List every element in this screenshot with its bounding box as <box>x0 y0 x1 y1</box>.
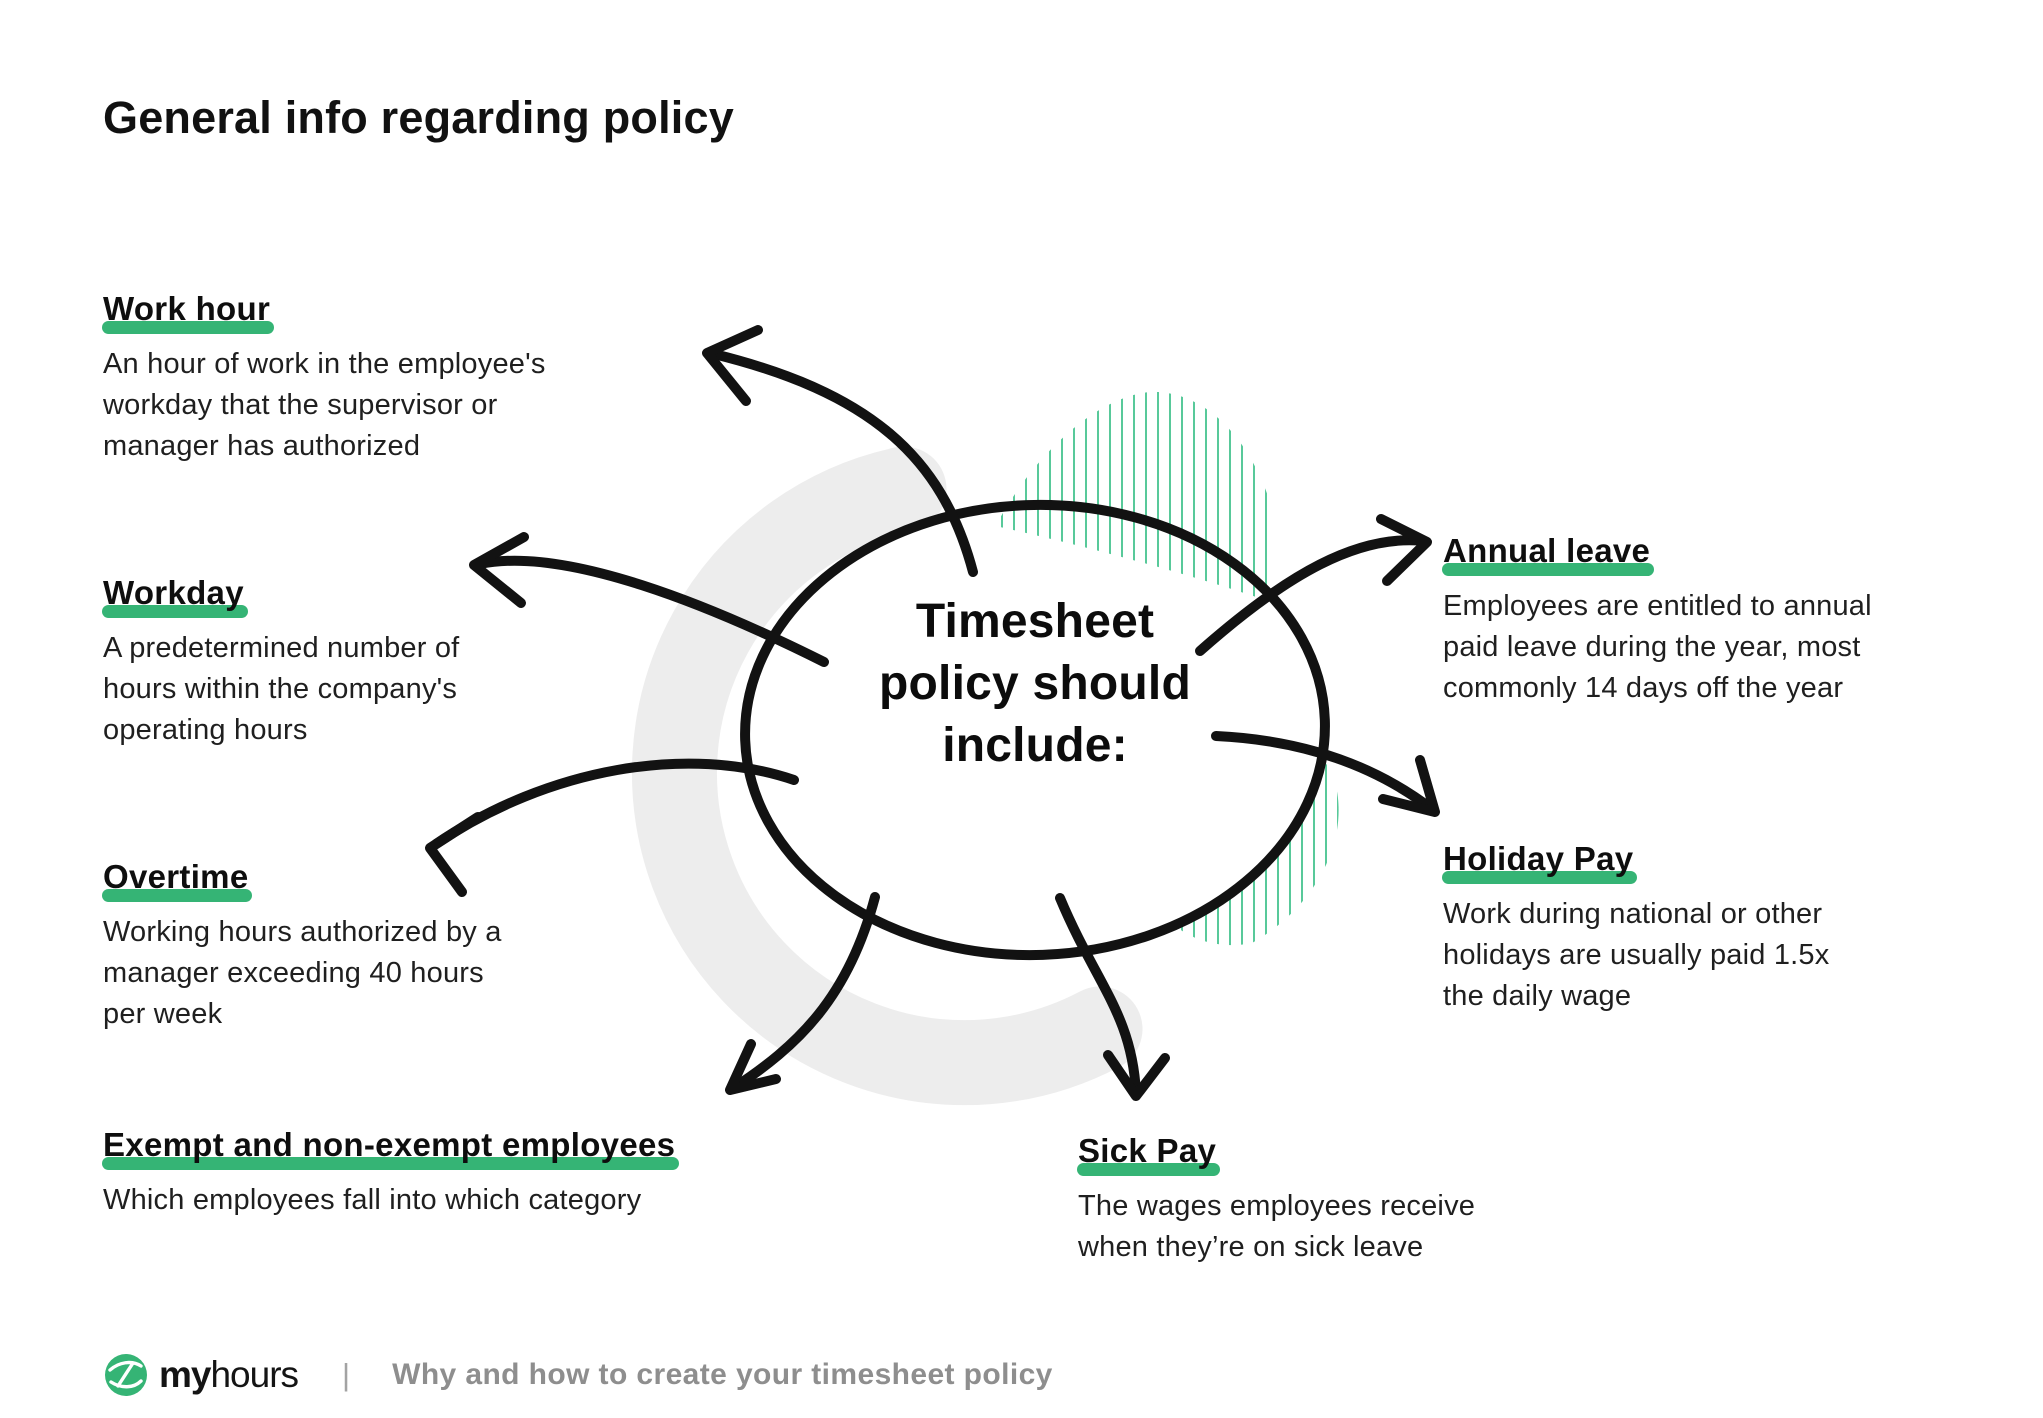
section-body: Employees are entitled to annual paid le… <box>1443 590 1872 704</box>
section-body: A predetermined number of hours within t… <box>103 632 460 746</box>
arrow-annual-leave <box>1195 514 1432 656</box>
arrow-exempt <box>725 892 880 1095</box>
section-heading-wrap: Holiday Pay <box>1442 840 1638 884</box>
myhours-logo-icon <box>105 1354 147 1396</box>
section-body: An hour of work in the employee's workda… <box>103 348 546 462</box>
section-overtime: Overtime Working hours authorized by a m… <box>102 858 663 1035</box>
section-heading: Annual leave <box>1443 532 1651 569</box>
section-workday: Workday A predetermined number of hours … <box>102 574 663 751</box>
section-exempt: Exempt and non-exempt employees Which em… <box>102 1126 823 1221</box>
section-body: The wages employees receive when they’re… <box>1078 1190 1476 1263</box>
section-heading: Sick Pay <box>1078 1132 1217 1169</box>
center-label: Timesheet policy should include: <box>879 595 1191 772</box>
section-body: Working hours authorized by a manager ex… <box>103 916 502 1030</box>
section-heading: Exempt and non-exempt employees <box>103 1126 676 1163</box>
section-heading: Workday <box>103 574 244 611</box>
heading-underline <box>1442 871 1638 884</box>
footer: myhours | Why and how to create your tim… <box>103 1346 1053 1404</box>
arrow-overtime <box>425 758 799 897</box>
section-sick-pay: Sick Pay The wages employees receive whe… <box>1077 1132 1618 1268</box>
brand-name: myhours <box>159 1354 299 1396</box>
section-heading: Work hour <box>103 290 271 327</box>
heading-underline <box>102 1157 680 1170</box>
section-body: Which employees fall into which category <box>103 1184 642 1216</box>
brand-name-my: my <box>159 1354 211 1395</box>
heading-underline <box>102 605 248 618</box>
heading-underline <box>1077 1163 1221 1176</box>
footer-tagline: Why and how to create your timesheet pol… <box>392 1358 1053 1391</box>
section-heading-wrap: Work hour <box>102 290 275 334</box>
brand-name-hours: hours <box>210 1354 299 1395</box>
section-work-hour: Work hour An hour of work in the employe… <box>102 290 663 467</box>
section-heading-wrap: Sick Pay <box>1077 1132 1221 1176</box>
brand: myhours <box>103 1352 299 1398</box>
section-heading-wrap: Workday <box>102 574 248 618</box>
section-heading: Overtime <box>103 858 249 895</box>
section-body: Work during national or other holidays a… <box>1443 898 1830 1012</box>
gray-crescent-blob <box>631 446 1143 1106</box>
center-ellipse-outline <box>740 499 1330 961</box>
page-title: General info regarding policy <box>103 92 734 143</box>
footer-divider: | <box>342 1357 351 1392</box>
section-heading-wrap: Overtime <box>102 858 253 902</box>
center-ellipse-fill <box>745 505 1325 955</box>
arrow-workday <box>469 532 829 667</box>
section-heading-wrap: Exempt and non-exempt employees <box>102 1126 680 1170</box>
arrow-sick-pay <box>1055 893 1170 1101</box>
section-annual-leave: Annual leave Employees are entitled to a… <box>1442 532 2003 709</box>
heading-underline <box>1442 563 1655 576</box>
section-heading-wrap: Annual leave <box>1442 532 1655 576</box>
section-holiday-pay: Holiday Pay Work during national or othe… <box>1442 840 2003 1017</box>
heading-underline <box>102 321 275 334</box>
section-heading: Holiday Pay <box>1443 840 1634 877</box>
arrow-holiday-pay <box>1211 731 1440 817</box>
heading-underline <box>102 889 253 902</box>
arrow-work-hour <box>702 325 978 577</box>
